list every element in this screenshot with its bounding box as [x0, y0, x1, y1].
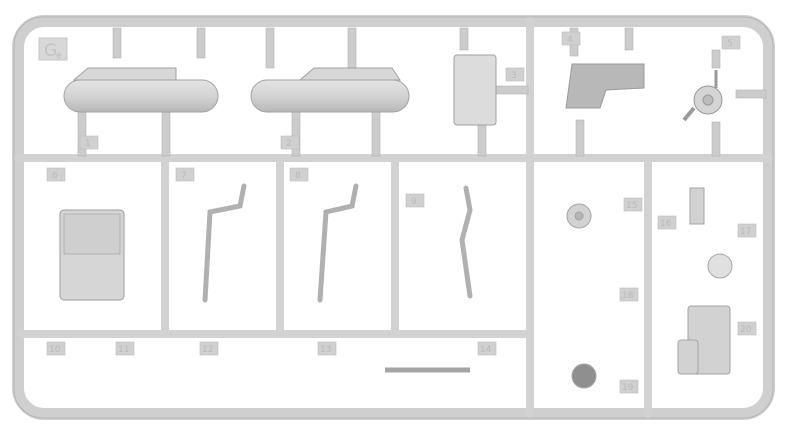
- part-number-text: 1 2 3 4 5 6 7 8 9 10 11 12 13 14 15 16 1…: [49, 35, 752, 393]
- svg-text:13: 13: [320, 345, 331, 355]
- svg-text:3: 3: [511, 71, 517, 81]
- svg-text:9: 9: [411, 197, 417, 207]
- sprue-runners: [14, 17, 773, 418]
- sprue-frame: [12, 15, 775, 420]
- svg-text:5: 5: [727, 39, 733, 49]
- svg-text:18: 18: [622, 291, 634, 301]
- svg-text:10: 10: [49, 345, 61, 355]
- part-5-wheel: [682, 70, 723, 122]
- part-1-cylinder: [63, 67, 219, 113]
- part-2-cylinder: [250, 67, 410, 113]
- sprue-letter: G e: [38, 37, 68, 61]
- part-3-plate: [453, 54, 497, 126]
- svg-text:6: 6: [52, 171, 58, 181]
- part-number-labels: [46, 31, 757, 394]
- small-parts: [385, 187, 733, 389]
- svg-text:19: 19: [622, 383, 634, 393]
- svg-text:G: G: [44, 41, 57, 61]
- pipe-parts: [202, 183, 473, 303]
- part-4-panel: [565, 63, 645, 109]
- svg-text:11: 11: [118, 345, 129, 355]
- svg-text:e: e: [56, 51, 62, 61]
- svg-text:1: 1: [85, 139, 91, 149]
- svg-text:15: 15: [626, 201, 637, 211]
- svg-text:16: 16: [660, 219, 672, 229]
- svg-text:17: 17: [740, 227, 751, 237]
- part-6-box: [59, 209, 125, 301]
- svg-text:2: 2: [286, 139, 292, 149]
- svg-text:20: 20: [740, 325, 752, 335]
- svg-text:7: 7: [181, 171, 187, 181]
- svg-text:8: 8: [295, 171, 301, 181]
- svg-text:12: 12: [202, 345, 213, 355]
- svg-text:4: 4: [567, 35, 573, 45]
- svg-text:14: 14: [480, 345, 492, 355]
